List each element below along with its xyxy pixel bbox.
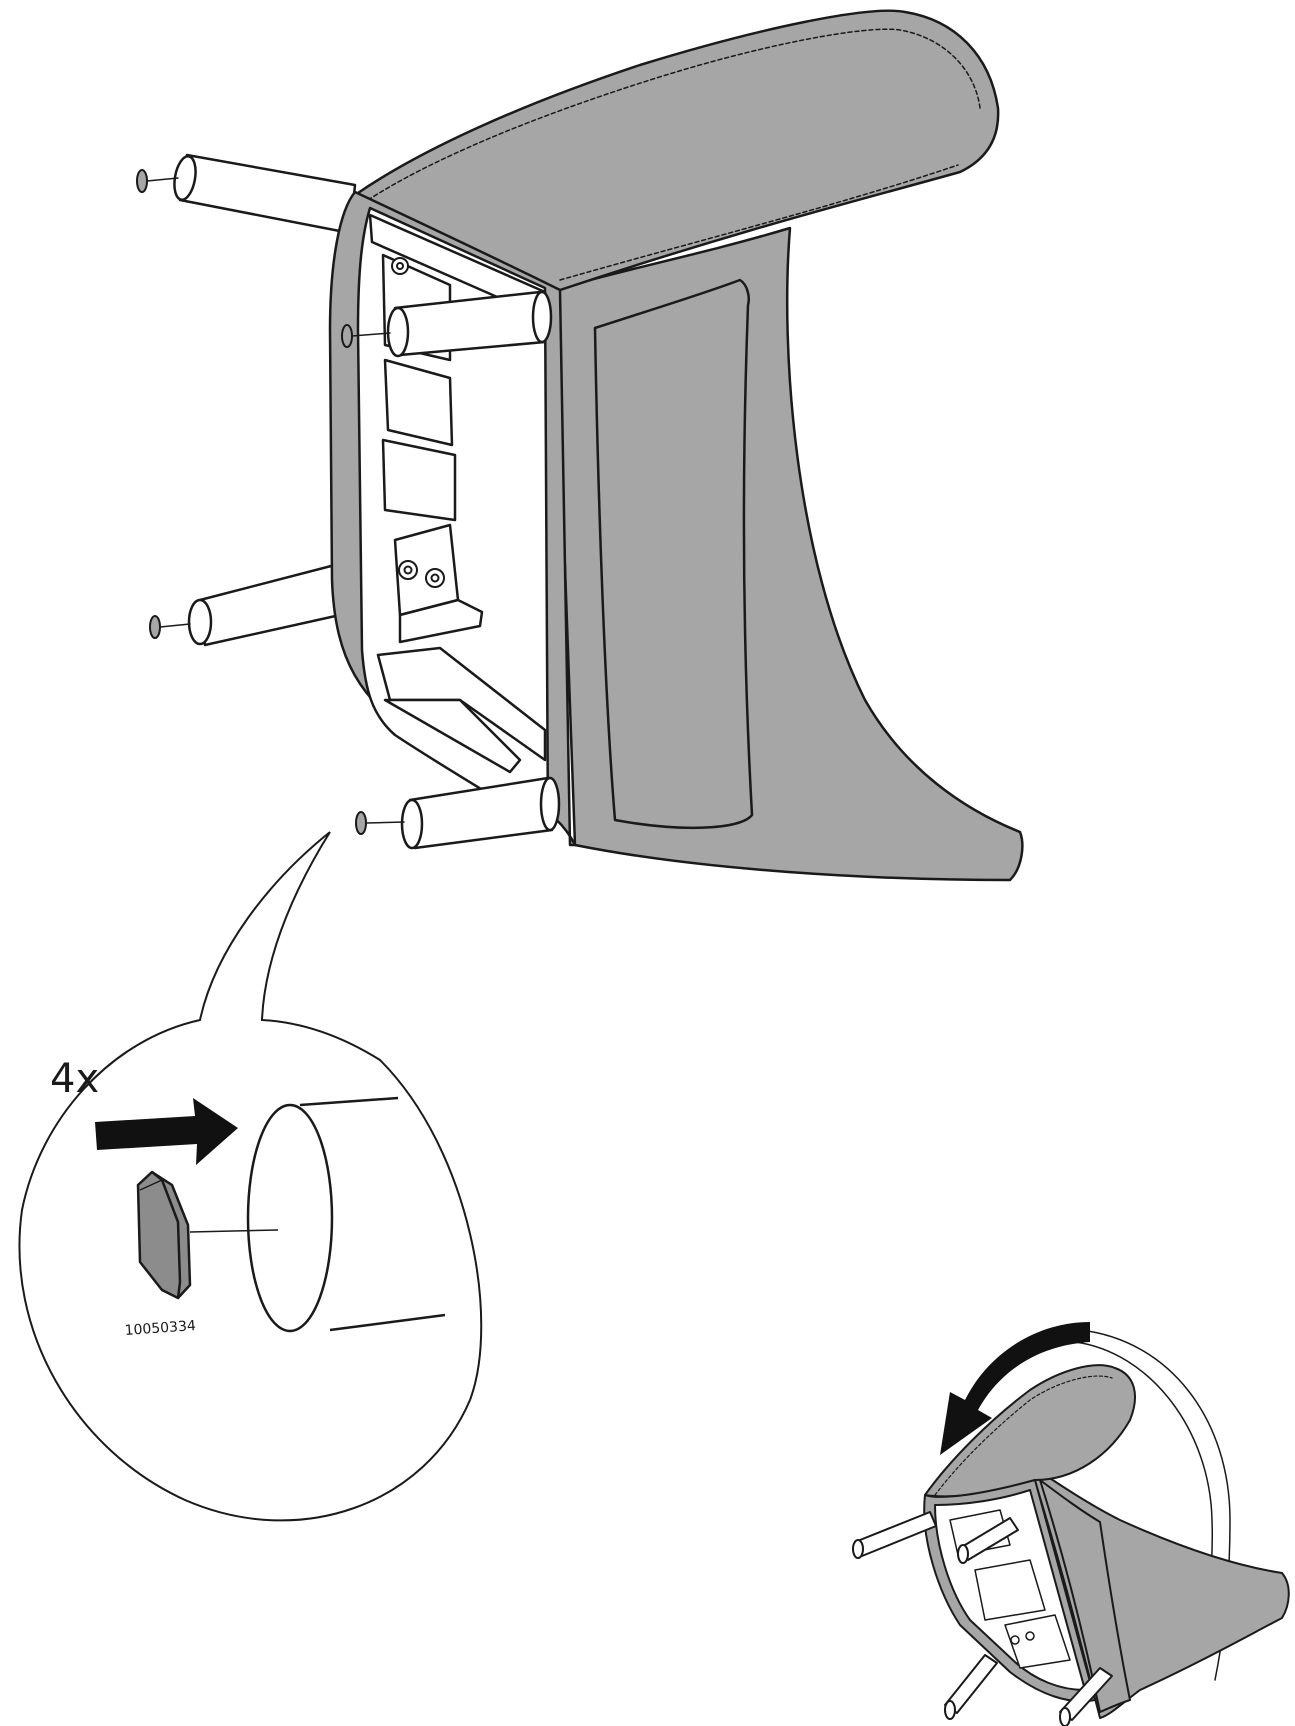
pad-guide-lines [146, 177, 405, 824]
leg-back-top [173, 153, 357, 235]
cushion-stitching [367, 28, 981, 281]
thumb-legs [852, 1511, 1113, 1726]
curved-arrow-icon [940, 1322, 1090, 1455]
leg-end-detail [189, 1096, 446, 1333]
arrow-right-icon [95, 1098, 238, 1165]
leg-back-bottom [187, 563, 342, 647]
felt-pad-part [136, 1170, 192, 1300]
thumb-side-inset [1039, 1479, 1131, 1713]
leg-front-top [386, 290, 553, 358]
thumb-frame-details [949, 1509, 1071, 1669]
side-inset-panel [593, 278, 754, 830]
leg-front-bottom [400, 776, 561, 850]
part-number-label: 10050334 [124, 1318, 196, 1339]
screws [391, 257, 445, 588]
stool-main [136, 9, 1024, 882]
leg-pads [136, 169, 367, 835]
stool-flip-thumbnail [852, 1329, 1290, 1726]
quantity-label: 4x [50, 1056, 99, 1102]
